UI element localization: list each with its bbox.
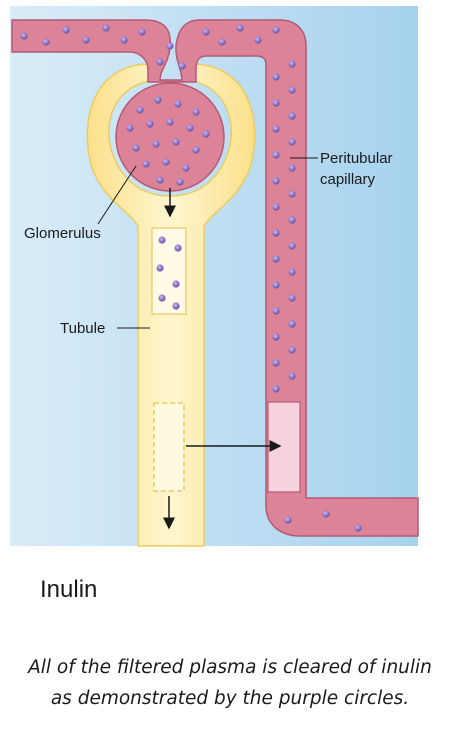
inulin-dot — [102, 24, 110, 32]
inulin-dot — [288, 346, 296, 354]
inulin-dot — [126, 124, 134, 132]
inulin-dot — [272, 281, 280, 289]
inulin-dot — [162, 158, 170, 166]
inulin-dot — [178, 62, 186, 70]
inulin-dot — [272, 73, 280, 81]
legend-label: Inulin — [40, 576, 98, 603]
inulin-dot — [192, 108, 200, 116]
background-panel — [10, 6, 418, 546]
glomerulus-leader — [97, 165, 137, 225]
inulin-dot — [172, 138, 180, 146]
inulin-dot — [288, 190, 296, 198]
inulin-dot — [236, 24, 244, 32]
figure-caption: All of the filtered plasma is cleared of… — [0, 652, 460, 714]
inulin-dot — [42, 38, 50, 46]
inulin-dot — [272, 26, 280, 34]
inulin-dot — [288, 86, 296, 94]
inulin-dot — [174, 100, 182, 108]
inulin-dot — [272, 99, 280, 107]
capillary-segment — [267, 401, 301, 493]
inulin-dot — [272, 177, 280, 185]
inulin-dot — [288, 320, 296, 328]
inulin-dot — [288, 164, 296, 172]
inulin-dot — [138, 28, 146, 36]
inulin-dot — [284, 516, 292, 524]
caption-line-1: All of the filtered plasma is cleared of… — [28, 657, 432, 678]
tubule-label: Tubule — [60, 320, 105, 337]
inulin-dot — [272, 203, 280, 211]
inulin-dot — [158, 236, 166, 244]
tubule-segment-upper — [151, 227, 187, 315]
inulin-dot — [172, 280, 180, 288]
inulin-dot — [288, 372, 296, 380]
tubule-segment-lower — [153, 402, 185, 492]
inulin-dot — [202, 130, 210, 138]
inulin-dot — [136, 106, 144, 114]
inulin-dot — [272, 359, 280, 367]
inulin-dot — [218, 38, 226, 46]
inulin-dots — [20, 24, 362, 532]
inulin-dot — [272, 229, 280, 237]
inulin-dot — [120, 36, 128, 44]
inulin-dot — [174, 244, 182, 252]
inulin-dot — [288, 268, 296, 276]
inulin-dot — [156, 264, 164, 272]
inulin-dot — [186, 124, 194, 132]
inulin-dot — [166, 118, 174, 126]
inulin-dot — [156, 58, 164, 66]
inulin-dot — [166, 42, 174, 50]
inulin-dot — [172, 302, 180, 310]
inulin-dot — [152, 140, 160, 148]
inulin-dot — [354, 524, 362, 532]
inulin-dot — [272, 151, 280, 159]
inulin-dot — [20, 32, 28, 40]
inulin-dot — [272, 255, 280, 263]
caption-line-2: as demonstrated by the purple circles. — [50, 688, 410, 709]
glomerulus-label: Glomerulus — [24, 225, 101, 242]
inulin-dot — [288, 138, 296, 146]
inulin-dot — [182, 164, 190, 172]
kidney-clearance-diagram: Glomerulus Tubule Peritubular capillary — [10, 6, 419, 547]
inulin-dot — [272, 125, 280, 133]
inulin-dot — [322, 510, 330, 518]
inulin-dot — [146, 120, 154, 128]
peritubular-label-line1: Peritubular — [320, 150, 393, 167]
inulin-dot — [272, 385, 280, 393]
inulin-dot — [288, 242, 296, 250]
inulin-dot — [132, 144, 140, 152]
inulin-dot — [176, 178, 184, 186]
inulin-dot — [288, 60, 296, 68]
inulin-dot — [254, 36, 262, 44]
inulin-dot — [272, 307, 280, 315]
inulin-dot — [192, 146, 200, 154]
inulin-dot — [156, 176, 164, 184]
inulin-dot — [288, 112, 296, 120]
inulin-dot — [272, 333, 280, 341]
peritubular-label-line2: capillary — [320, 171, 376, 188]
inulin-dot — [82, 36, 90, 44]
inulin-dot — [288, 216, 296, 224]
inulin-dot — [154, 96, 162, 104]
inulin-dot — [202, 28, 210, 36]
inulin-dot — [158, 294, 166, 302]
inulin-dot — [288, 294, 296, 302]
inulin-dot — [62, 26, 70, 34]
inulin-dot — [142, 160, 150, 168]
